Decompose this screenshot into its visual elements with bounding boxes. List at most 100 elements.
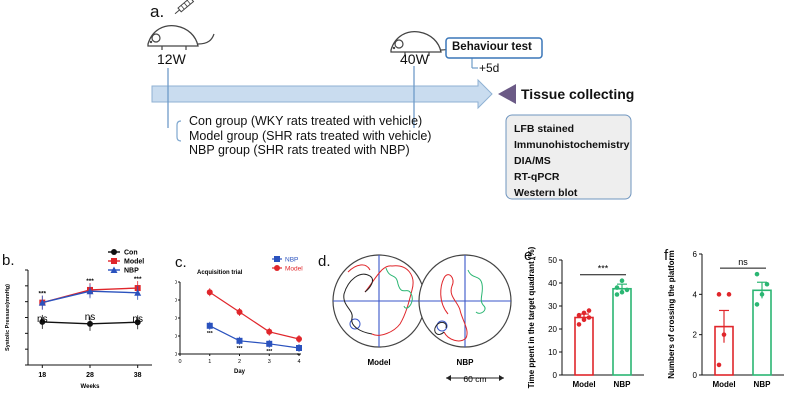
timeline-arrow [151,78,493,110]
data-point-con [87,320,93,327]
maze-nbp [418,254,512,348]
panel-d-swim-paths: Model NBP 60 cm [332,254,512,384]
chart-c-escape-latency: 030609012001234DayEscape latency (s)Acqu… [175,256,303,375]
data-point [716,362,722,368]
method-item: RT-qPCR [514,171,560,183]
panel-b-label: b. [2,252,15,269]
legend-label: Model [124,259,144,266]
legend-label: Model [285,266,303,273]
data-point [586,308,592,313]
time-label-12w: 12W [157,51,186,67]
x-tick-label: 28 [86,372,94,379]
y-tick-label: 50 [548,256,557,265]
data-point-nbp [134,289,142,296]
significance-label: ns [132,314,143,325]
x-tick-label: 38 [134,372,142,379]
x-axis-label: Weeks [81,384,101,390]
y-tick-label: 0 [553,371,558,380]
x-tick-label: 18 [38,372,46,379]
significance-label: *** [207,331,213,337]
data-point [576,322,582,327]
scale-bar: 60 cm [446,374,504,384]
x-tick-label: Model [572,380,595,389]
significance-label: *** [266,349,272,355]
data-point [581,310,587,316]
rat-with-syringe-icon [147,0,215,50]
significance-label: ns [37,314,48,325]
x-tick-label: 3 [268,359,271,365]
method-item: Immunohistochemistry [514,139,630,151]
significance-label: *** [237,346,243,352]
data-point-nbp [206,322,213,329]
data-point [614,292,620,297]
y-tick-label: 20 [548,325,557,334]
significance-label: ns [738,257,748,267]
panel-a-graphics [147,0,632,200]
significance-label: ** [297,353,301,359]
x-tick-label: Model [712,380,735,389]
data-point-nbp [266,340,273,347]
x-tick-label: 2 [238,359,241,365]
time-label-40w: 40W [400,51,429,67]
significance-label: *** [134,276,142,283]
group-item-model: Model group (SHR rats treated with vehic… [189,128,432,143]
x-tick-label: NBP [754,380,772,389]
methods-list: LFB stained Immunohistochemistry DIA/MS … [514,121,630,201]
data-point [721,332,727,337]
method-item: LFB stained [514,123,575,135]
legend-label: NBP [124,268,139,275]
data-point-nbp [236,337,243,344]
y-tick-label: 6 [693,250,698,259]
data-point [619,278,625,283]
panel-e-label: e. [524,247,537,264]
panel-f-label: f. [664,247,673,264]
group-item-con: Con group (WKY rats treated with vehicle… [189,114,423,128]
y-tick-label: 10 [548,348,557,357]
collect-triangle-icon [498,84,516,104]
data-point [581,317,587,323]
y-axis-label: Time ppent in the target quadrant (%) [527,246,536,388]
data-point [754,271,760,277]
data-point-nbp [38,299,46,306]
x-tick-label: 0 [178,359,181,365]
chart-title: Acquisition trial [197,270,243,276]
maze-model [332,254,426,348]
y-tick-label: 60 [175,316,177,322]
legend-marker [274,265,280,271]
y-tick-label: 90 [175,298,177,304]
legend-marker [110,266,118,273]
data-point-nbp [296,345,302,351]
maze-nbp-label: NBP [457,358,475,367]
data-point-model [266,328,273,335]
significance-label: *** [39,291,47,298]
legend-marker [111,258,117,264]
x-tick-label: 1 [208,359,211,365]
x-tick-label: NBP [614,380,632,389]
data-point [726,292,732,297]
group-list: Con group (WKY rats treated with vehicle… [189,114,431,158]
y-axis-label: Numbers of crossing the platform [667,250,676,378]
significance-label: *** [86,278,94,285]
data-point [759,292,765,297]
data-point-nbp [86,287,94,295]
data-point [614,285,620,290]
data-point [754,302,760,307]
method-item: DIA/MS [514,155,551,167]
y-tick-label: 4 [693,290,698,299]
data-point-model [206,289,213,296]
legend-label: Con [124,250,138,257]
series-line-model [209,291,300,340]
y-tick-label: 30 [175,334,177,340]
legend-label: NBP [285,257,298,264]
series-line-nbp [209,325,300,349]
methods-box [505,114,632,200]
group-item-nbp: NBP group (SHR rats treated with NBP) [189,143,410,157]
panel-c-label: c. [175,254,187,271]
bar-nbp [612,287,632,376]
legend-marker [274,256,280,262]
data-point-model [236,309,243,315]
y-tick-label: 2 [693,331,698,340]
platform-marker [349,318,361,330]
